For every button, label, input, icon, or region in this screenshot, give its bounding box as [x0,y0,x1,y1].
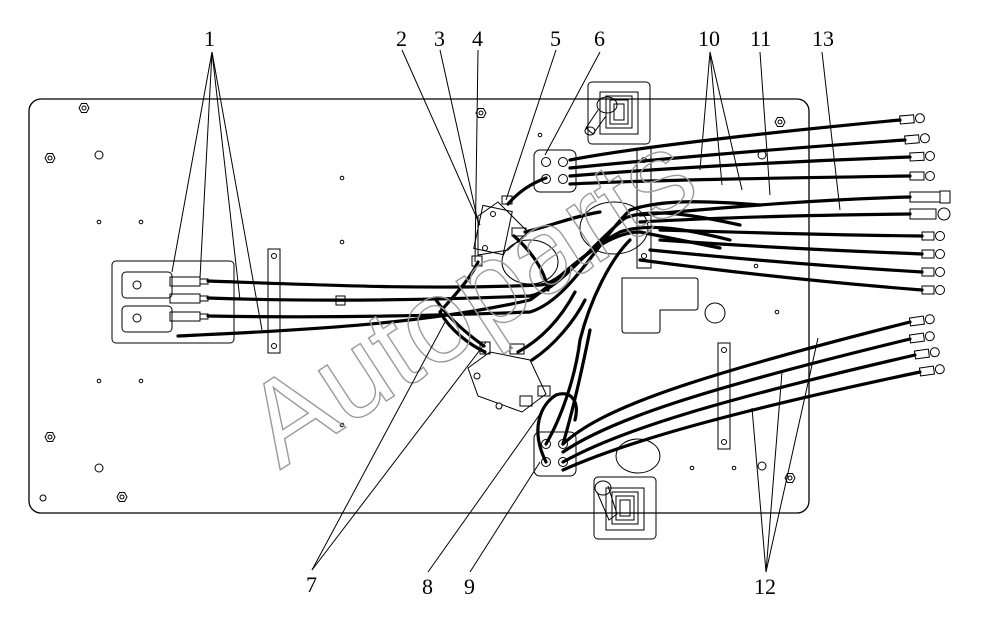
bolt [44,432,56,442]
bolt [774,117,786,127]
bolt [475,108,487,118]
bolt [78,103,90,113]
plate-holes [39,132,780,502]
right-clamp-bar [717,342,731,450]
callouts: 1 2 3 4 5 6 7 8 9 10 11 12 13 [204,26,834,599]
callout-3: 3 [434,26,445,51]
hydraulic-hoses [176,118,924,472]
callout-4: 4 [472,26,483,51]
callout-9: 9 [464,574,475,599]
callout-8: 8 [422,574,433,599]
plate-cutout [621,277,699,334]
upper-joystick [584,81,651,145]
bolt [116,492,128,502]
callout-2: 2 [396,26,407,51]
callout-1: 1 [204,26,215,51]
callout-7: 7 [306,572,317,597]
callout-11: 11 [750,26,771,51]
mounting-bolts [44,103,796,502]
callout-13: 13 [812,26,834,51]
callout-5: 5 [550,26,561,51]
hose-end-fittings [899,113,951,377]
callout-12: 12 [754,574,776,599]
callout-6: 6 [594,26,605,51]
callout-10: 10 [698,26,720,51]
leader-lines [171,49,841,573]
lower-valve-block [467,341,551,413]
left-connector-block [111,260,235,344]
lower-joystick [593,438,661,540]
bolt [44,153,56,163]
